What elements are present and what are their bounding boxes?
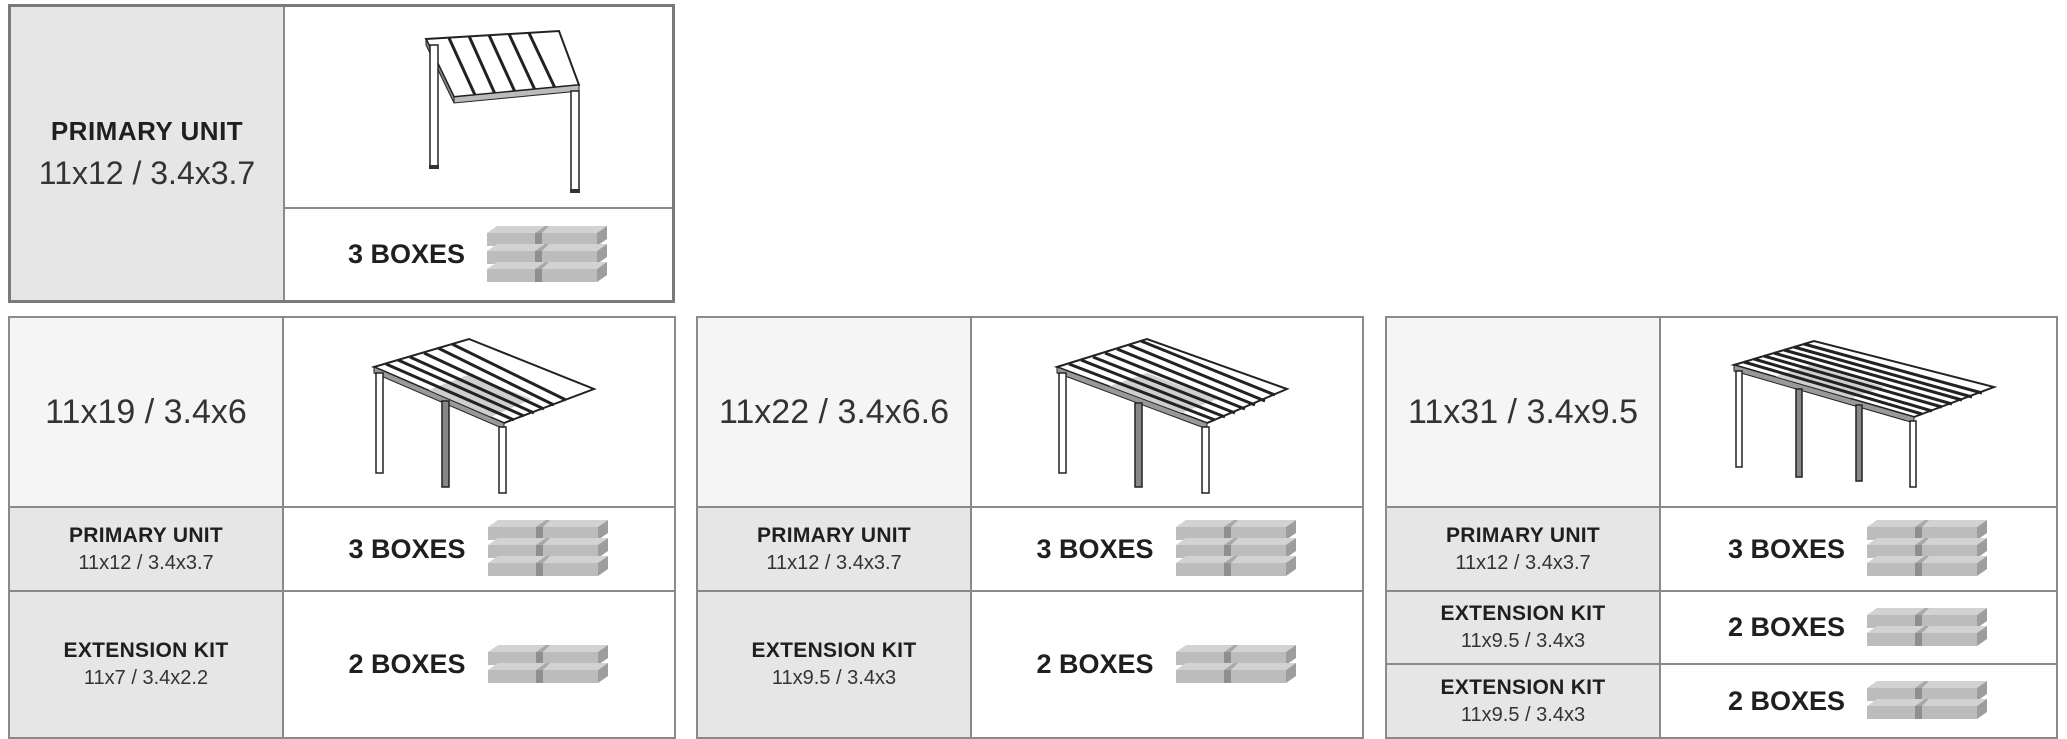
pergola-illustration-cell: [1661, 318, 2056, 506]
box-stack-icon: [487, 225, 608, 282]
config-size: 11x31 / 3.4x9.5: [1408, 392, 1638, 431]
primary-unit-row-boxes: 3 BOXES: [284, 508, 674, 590]
row-title: PRIMARY UNIT: [756, 523, 912, 547]
extension-kit-row-label: EXTENSION KIT 11x9.5 / 3.4x3: [698, 592, 970, 737]
primary-unit-title: PRIMARY UNIT: [50, 115, 244, 146]
primary-unit-label-cell: PRIMARY UNIT 11x12 / 3.4x3.7: [11, 7, 283, 300]
box-stack-icon: [487, 520, 608, 576]
row-title: EXTENSION KIT: [1440, 602, 1606, 625]
primary-unit-row-label: PRIMARY UNIT 11x12 / 3.4x3.7: [10, 508, 282, 590]
row-title: PRIMARY UNIT: [1445, 523, 1601, 547]
box-stack-icon: [1175, 644, 1296, 683]
pergola-illustration: [371, 337, 597, 494]
row-dims: 11x12 / 3.4x3.7: [766, 551, 902, 574]
row-dims: 11x7 / 3.4x2.2: [83, 667, 209, 689]
primary-unit-row-label: PRIMARY UNIT 11x12 / 3.4x3.7: [698, 508, 970, 590]
box-stack-icon: [1867, 520, 1988, 576]
row-title: EXTENSION KIT: [1440, 675, 1606, 699]
primary-unit-row-label: PRIMARY UNIT 11x12 / 3.4x3.7: [1387, 508, 1659, 590]
row-title: PRIMARY UNIT: [68, 523, 224, 547]
extension-kit-row-label: EXTENSION KIT 11x9.5 / 3.4x3: [1387, 665, 1659, 737]
pergola-illustration: [423, 29, 580, 193]
extension-kit-row-boxes: 2 BOXES: [972, 592, 1362, 737]
config-card-11x19: 11x19 / 3.4x6 PRIMARY UNIT 11x12 / 3.4x3…: [8, 316, 676, 739]
config-card-11x22: 11x22 / 3.4x6.6 PRIMARY UNIT 11x12 / 3.4…: [696, 316, 1364, 739]
pergola-illustration-cell: [284, 318, 674, 506]
extension-kit-row-boxes: 2 BOXES: [1661, 665, 2056, 737]
config-size: 11x19 / 3.4x6: [45, 392, 247, 431]
row-dims: 11x12 / 3.4x3.7: [78, 551, 214, 574]
row-dims: 11x9.5 / 3.4x3: [1460, 703, 1586, 726]
boxes-count: 3 BOXES: [347, 239, 466, 269]
row-dims: 11x12 / 3.4x3.7: [1455, 551, 1591, 574]
extension-kit-row-label: EXTENSION KIT 11x9.5 / 3.4x3: [1387, 592, 1659, 663]
boxes-count: 2 BOXES: [1727, 612, 1846, 642]
primary-boxes-cell: 3 BOXES: [285, 209, 672, 300]
boxes-count: 3 BOXES: [1036, 533, 1154, 564]
primary-unit-card: PRIMARY UNIT 11x12 / 3.4x3.7 3 BOXES: [8, 4, 675, 303]
box-stack-icon: [1867, 607, 1988, 646]
primary-unit-row-boxes: 3 BOXES: [972, 508, 1362, 590]
boxes-count: 3 BOXES: [348, 533, 466, 564]
row-dims: 11x9.5 / 3.4x3: [1460, 630, 1586, 652]
config-size: 11x22 / 3.4x6.6: [719, 392, 949, 431]
box-stack-icon: [1867, 681, 1988, 719]
config-card-11x31: 11x31 / 3.4x9.5 PRIMARY UNIT 11x12 / 3.4…: [1385, 316, 2058, 739]
config-size-cell: 11x19 / 3.4x6: [10, 318, 282, 506]
box-stack-icon: [487, 644, 608, 683]
config-size-cell: 11x31 / 3.4x9.5: [1387, 318, 1659, 506]
pergola-illustration: [1053, 337, 1290, 494]
pergola-illustration: [1729, 339, 1997, 488]
boxes-count: 2 BOXES: [1727, 685, 1846, 716]
row-dims: 11x9.5 / 3.4x3: [771, 667, 897, 689]
config-size-cell: 11x22 / 3.4x6.6: [698, 318, 970, 506]
row-title: EXTENSION KIT: [63, 639, 229, 662]
primary-unit-dims: 11x12 / 3.4x3.7: [38, 154, 256, 191]
extension-kit-row-boxes: 2 BOXES: [284, 592, 674, 737]
box-stack-icon: [1175, 520, 1296, 576]
pergola-illustration-cell: [285, 7, 672, 207]
boxes-count: 2 BOXES: [348, 649, 466, 679]
extension-kit-row-label: EXTENSION KIT 11x7 / 3.4x2.2: [10, 592, 282, 737]
primary-unit-row-boxes: 3 BOXES: [1661, 508, 2056, 590]
boxes-count: 2 BOXES: [1036, 649, 1154, 679]
row-title: EXTENSION KIT: [751, 639, 917, 662]
extension-kit-row-boxes: 2 BOXES: [1661, 592, 2056, 663]
pergola-illustration-cell: [972, 318, 1362, 506]
boxes-count: 3 BOXES: [1727, 533, 1846, 564]
